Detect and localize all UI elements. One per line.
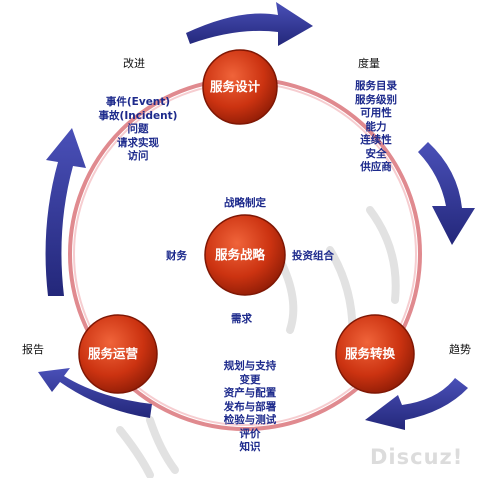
improve-item: 问题	[127, 123, 149, 135]
improve-list: 事件(Event) 事故(Incident) 问题 请求实现 访问	[88, 96, 188, 164]
measure-item: 能力	[365, 120, 387, 133]
measure-item: 可用性	[360, 107, 392, 119]
service-operation-label: 服务运营	[88, 346, 139, 361]
transition-item: 知识	[239, 441, 261, 453]
top-curved-arrow	[186, 2, 313, 46]
bottom-right-curved-arrow	[365, 378, 468, 430]
trend-label: 趋势	[449, 343, 471, 356]
transition-list: 规划与支持 变更 资产与配置 发布与部署 检验与测试 评价 知识	[205, 360, 295, 455]
report-label: 报告	[22, 343, 44, 356]
discuz-watermark: Discuz!	[370, 445, 464, 469]
portfolio-label: 投资组合	[292, 250, 334, 262]
right-curved-arrow	[418, 142, 475, 245]
service-strategy-label: 服务战略	[215, 247, 266, 262]
transition-item: 规划与支持	[223, 360, 277, 372]
service-design-label: 服务设计	[210, 79, 261, 94]
transition-item: 变更	[239, 373, 261, 386]
measure-item: 安全	[365, 147, 387, 160]
improve-item: 事故(Incident)	[98, 109, 178, 122]
measure-list: 服务目录 服务级别 可用性 能力 连续性 安全 供应商	[342, 80, 410, 175]
improve-item: 事件(Event)	[105, 96, 171, 108]
measure-item: 连续性	[360, 134, 392, 146]
measure-label: 度量	[358, 57, 380, 70]
bottom-left-curved-arrow	[38, 368, 152, 418]
transition-item: 资产与配置	[223, 387, 277, 399]
improve-item: 请求实现	[117, 136, 159, 149]
improve-item: 访问	[127, 150, 149, 162]
service-transition-node	[335, 314, 415, 394]
service-transition-label: 服务转换	[345, 346, 396, 361]
service-strategy-node	[204, 214, 286, 296]
transition-item: 发布与部署	[223, 400, 277, 413]
measure-item: 供应商	[360, 161, 392, 173]
improve-label: 改进	[123, 57, 145, 70]
left-curved-arrow	[45, 128, 86, 296]
service-operation-node	[78, 314, 158, 394]
transition-item: 检验与测试	[223, 414, 277, 426]
finance-label: 财务	[166, 250, 187, 262]
strategy-formulation-label: 战略制定	[224, 197, 266, 209]
measure-item: 服务目录	[355, 80, 397, 92]
service-design-node	[202, 49, 278, 125]
demand-label: 需求	[231, 313, 252, 325]
measure-item: 服务级别	[355, 93, 397, 106]
transition-item: 评价	[239, 427, 261, 440]
